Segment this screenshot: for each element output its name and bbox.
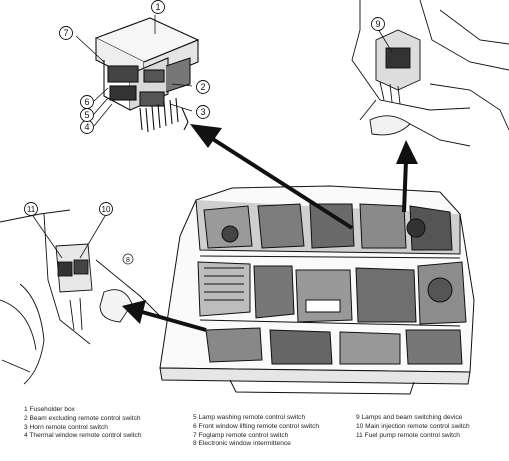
left-inset-drawing — [0, 209, 163, 385]
legend-item-10: 10 Main injection remote control switch — [356, 422, 470, 430]
callout-8: 8 — [126, 257, 130, 264]
callout-6: 6 — [84, 97, 89, 107]
legend-item-4: 4 Thermal window remote control switch — [24, 432, 142, 440]
pointer-arrows — [122, 124, 418, 332]
callout-10: 10 — [102, 205, 111, 214]
engine-bay-drawing — [159, 185, 475, 395]
legend-item-1: 1 Fuseholder box — [24, 406, 75, 413]
legend-item-11: 11 Fuel pump remote control switch — [356, 431, 460, 439]
legend-item-9: 9 Lamps and beam switching device — [356, 414, 463, 421]
callout-3: 3 — [200, 107, 205, 117]
arrow-to-steering-column — [141, 310, 207, 332]
left-callouts: 11 10 8 — [24, 202, 134, 265]
legend-column-1: 1 Fuseholder box 2 Beam excluding remote… — [24, 406, 142, 441]
legend-column-2: 5 Lamp washing remote control switch 6 F… — [193, 414, 319, 449]
legend-item-6: 6 Front window lifting remote control sw… — [193, 422, 320, 430]
callout-9-group: 9 — [371, 17, 393, 53]
legend-item-8: 8 Electronic window intermittence — [193, 440, 291, 448]
legend-item-2: 2 Beam excluding remote control switch — [24, 414, 141, 422]
legend-item-3: 3 Horn remote control switch — [24, 423, 108, 431]
callout-2: 2 — [200, 82, 205, 92]
arrow-to-fuseholder — [206, 134, 354, 230]
callout-7: 7 — [63, 28, 68, 38]
legend-item-5: 5 Lamp washing remote control switch — [193, 414, 306, 421]
arrow-to-lamp-switch — [402, 159, 408, 213]
right-inset-drawing — [351, 0, 509, 147]
callout-1: 1 — [155, 2, 160, 12]
callout-11: 11 — [27, 205, 36, 214]
callout-9: 9 — [375, 19, 380, 29]
callout-5: 5 — [84, 110, 89, 120]
fuseholder-box-drawing — [94, 17, 200, 133]
fuseholder-leader-lines — [75, 15, 193, 127]
callout-4: 4 — [84, 122, 89, 132]
legend-column-3: 9 Lamps and beam switching device 10 Mai… — [356, 414, 470, 440]
legend-item-7: 7 Foglamp remote control switch — [193, 431, 289, 439]
fuseholder-callouts: 1 2 3 4 5 6 7 — [59, 0, 210, 134]
